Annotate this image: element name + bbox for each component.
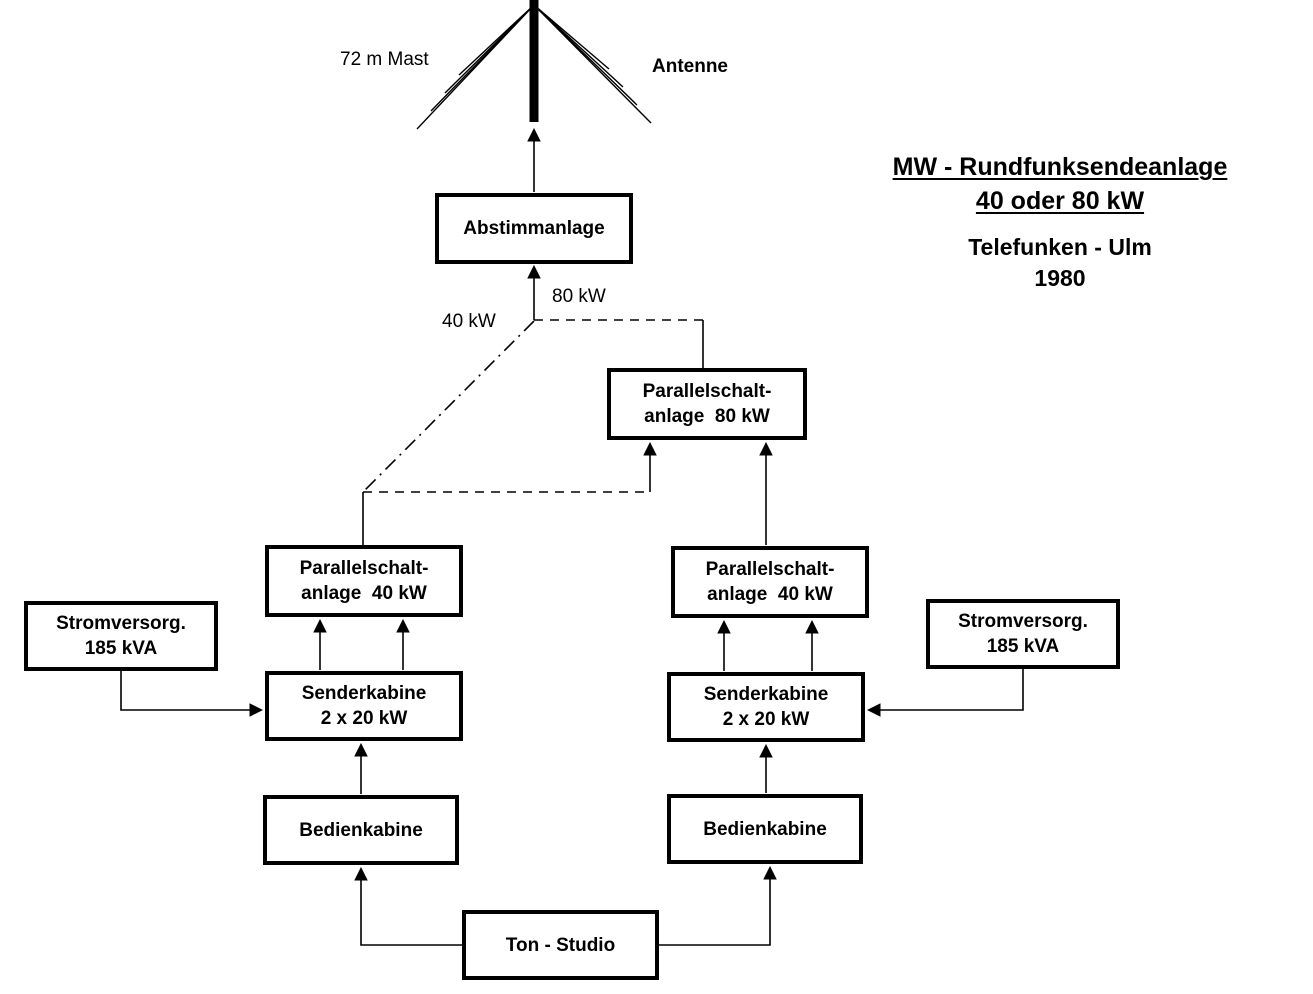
title-block: MW - Rundfunksendeanlage 40 oder 80 kW T… [840,150,1280,294]
power-label-80kw: 80 kW [552,286,606,307]
box-label: Parallelschalt- [705,559,835,580]
diagram-subtitle-manufacturer: Telefunken - Ulm [968,234,1152,260]
box-senderkabine-right: Senderkabine 2 x 20 kW [667,672,865,742]
box-stromversorgung-left: Stromversorg. 185 kVA [24,601,218,671]
box-parallelschaltanlage-40kw-left: Parallelschalt- anlage 40 kW [265,545,463,617]
antenna-label: Antenne [652,56,728,77]
wire-strom-right-to-sender [866,669,1024,717]
box-label: Stromversorg. [56,613,186,634]
box-stromversorgung-right: Stromversorg. 185 kVA [926,599,1120,669]
mast-height-label: 72 m Mast [340,49,429,70]
box-bedienkabine-right: Bedienkabine [667,794,863,864]
box-parallelschaltanlage-40kw-right: Parallelschalt- anlage 40 kW [671,546,869,618]
box-label: 2 x 20 kW [722,709,810,730]
box-bedienkabine-left: Bedienkabine [263,795,459,865]
box-label: Stromversorg. [958,611,1088,632]
wire-strom-left-to-sender [120,671,264,717]
wire-studio-to-bedien-right [659,865,777,946]
box-label: Abstimmanlage [463,218,605,239]
power-label-40kw: 40 kW [442,311,496,332]
wire-40kw-diagonal-dashdot [362,320,535,493]
box-label: 185 kVA [986,636,1060,657]
box-parallelschaltanlage-80kw: Parallelschalt- anlage 80 kW [607,368,807,440]
diagram-title-line2: 40 oder 80 kW [975,187,1145,215]
box-label: 185 kVA [84,638,158,659]
box-label: Parallelschalt- [642,381,772,402]
box-label: Bedienkabine [299,819,423,841]
box-senderkabine-left: Senderkabine 2 x 20 kW [265,671,463,741]
box-ton-studio: Ton - Studio [462,910,659,980]
diagram-title-line1: MW - Rundfunksendeanlage [892,153,1228,181]
box-label: anlage 80 kW [644,406,770,427]
box-label: Ton - Studio [505,934,616,956]
title-spacer [840,218,1280,232]
box-abstimmanlage: Abstimmanlage [435,193,633,264]
box-label: Senderkabine [703,684,829,705]
box-label: anlage 40 kW [707,584,833,605]
box-label: Bedienkabine [703,818,827,840]
box-label: Parallelschalt- [299,558,429,579]
antenna-wire-fan [416,4,652,130]
box-label: Senderkabine [301,683,427,704]
box-label: anlage 40 kW [301,583,427,604]
diagram-subtitle-year: 1980 [1034,265,1086,291]
box-label: 2 x 20 kW [320,708,408,729]
wire-studio-to-bedien-left [354,866,462,946]
